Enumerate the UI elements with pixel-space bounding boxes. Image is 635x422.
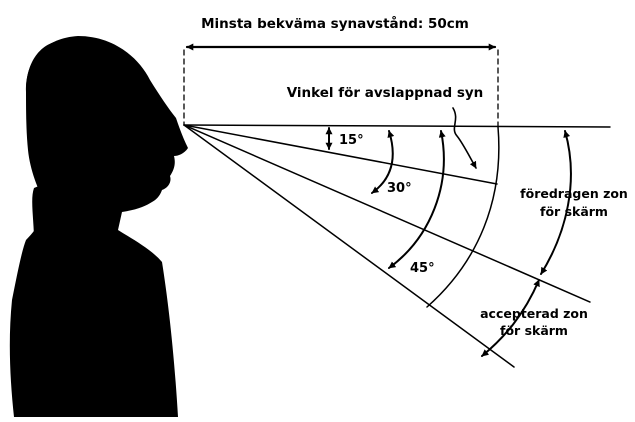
- angle-15-label: 15°: [339, 133, 364, 148]
- relaxed-view-label: Vinkel för avslappnad syn: [287, 85, 484, 101]
- screen-arc: [426, 126, 500, 308]
- angle-45-label: 45°: [410, 261, 435, 276]
- sightline-horizontal: [183, 124, 611, 128]
- accepted-zone-line2: för skärm: [500, 323, 568, 338]
- sightline-45deg: [183, 124, 515, 368]
- relaxed-view-pointer: [452, 107, 477, 169]
- arrow-preferred-zone: [540, 130, 572, 275]
- angle-30-label: 30°: [387, 181, 412, 196]
- sightline-30deg: [183, 124, 591, 303]
- preferred-zone-line2: för skärm: [540, 204, 608, 219]
- arrow-45deg: [388, 130, 446, 269]
- distance-title: Minsta bekväma synavstånd: 50cm: [201, 15, 469, 32]
- accepted-zone-line1: accepterad zon: [480, 306, 588, 321]
- face-profile: [9, 36, 189, 417]
- preferred-zone-line1: föredragen zon: [520, 186, 628, 201]
- arrow-accepted-zone: [481, 279, 540, 357]
